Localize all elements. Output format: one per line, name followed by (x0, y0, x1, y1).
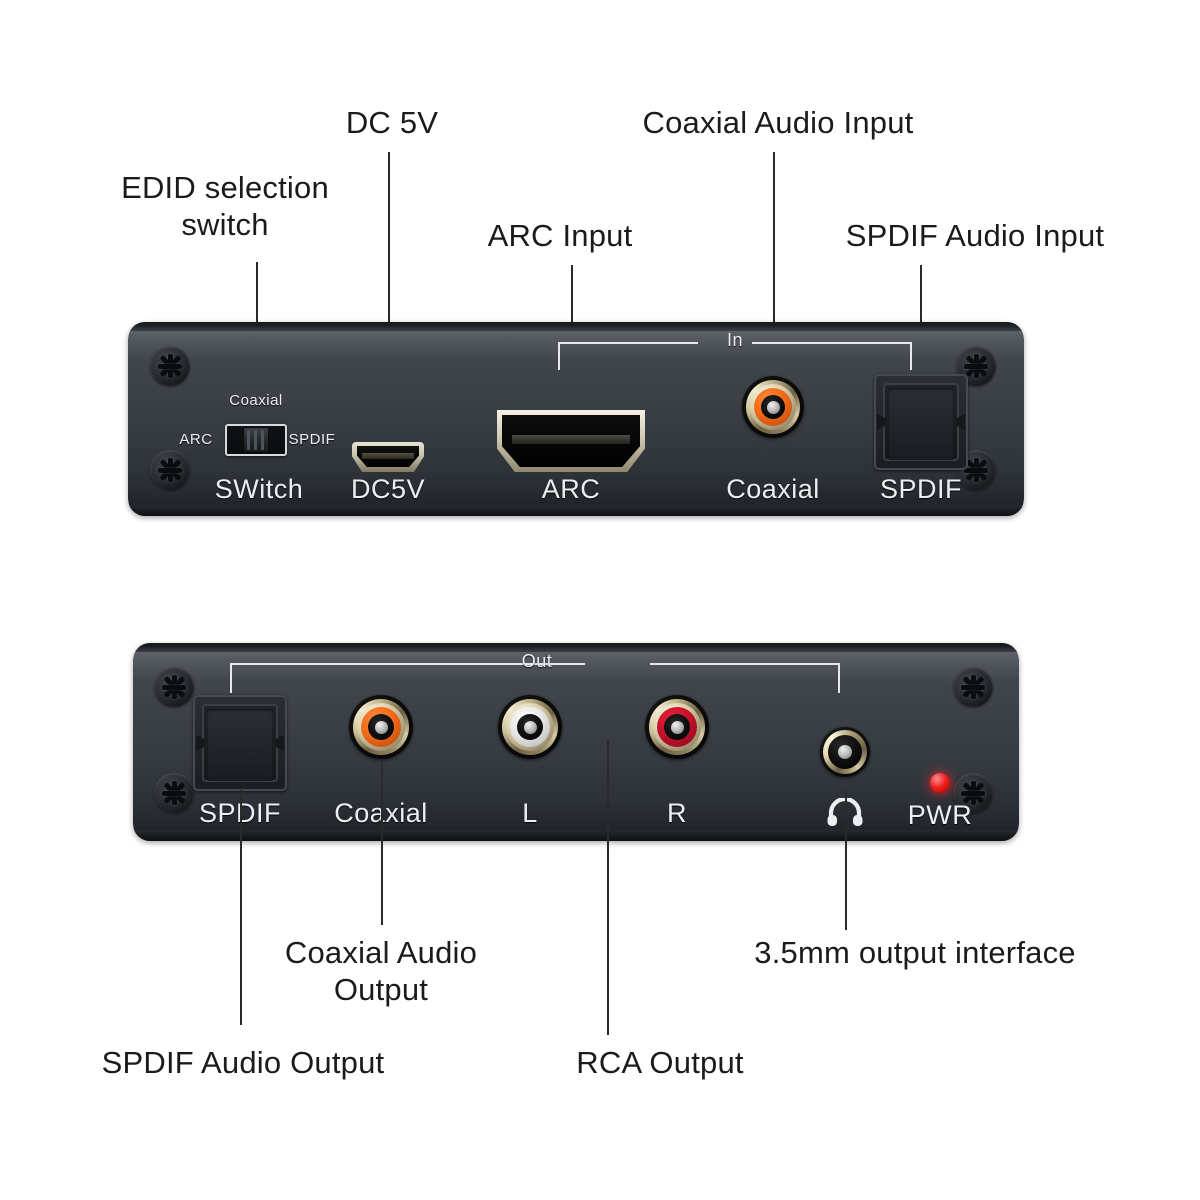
leader-line-spdif-output (240, 790, 242, 1025)
right-channel-rca-jack[interactable] (645, 695, 709, 759)
screw-top-left (150, 346, 190, 386)
screw-top-left (154, 667, 194, 707)
dc5v-power-port[interactable] (352, 442, 424, 472)
switch-position-label-spdif: SPDIF (288, 431, 336, 448)
callout-spdif-audio-input: SPDIF Audio Input (845, 218, 1105, 253)
power-led-indicator (930, 773, 950, 793)
leader-line-jack35-output (845, 790, 847, 930)
callout-arc-input: ARC Input (487, 218, 633, 253)
callout-coaxial-audio-output: Coaxial Audio Output (284, 935, 478, 1007)
switch-position-label-arc: ARC (179, 431, 213, 448)
dc5v-silk-label: DC5V (350, 474, 426, 504)
coaxial-input-rca-jack[interactable] (742, 376, 804, 438)
headphone-35mm-jack[interactable] (820, 727, 870, 777)
callout-rca-output: RCA Output (576, 1045, 744, 1080)
spdif-output-optical-port[interactable] (193, 695, 287, 791)
panel-top-edge (128, 322, 1024, 331)
panel-bottom-edge (133, 830, 1019, 841)
device-rear-panel: In Coaxial ARC SPDIF SWitch DC5V ARC Coa… (128, 322, 1024, 516)
switch-silk-label: SWitch (214, 474, 304, 504)
screw-bottom-left (150, 450, 190, 490)
screw-bottom-left (154, 773, 194, 813)
left-channel-silk-label: L (522, 798, 538, 828)
output-group-label: Out (521, 651, 553, 671)
power-silk-label: PWR (907, 800, 973, 830)
callout-coaxial-audio-input: Coaxial Audio Input (642, 105, 914, 140)
leader-line-rca-output (607, 740, 609, 1035)
device-front-panel: Out SPDIF Coaxial L R (133, 643, 1019, 841)
coaxial-input-silk-label: Coaxial (726, 474, 820, 504)
switch-knob[interactable] (243, 427, 269, 453)
spdif-input-optical-port[interactable] (874, 374, 968, 470)
spdif-output-silk-label: SPDIF (199, 798, 281, 829)
panel-top-edge (133, 643, 1019, 652)
callout-dc-5v: DC 5V (345, 105, 439, 140)
screw-top-right (953, 667, 993, 707)
input-group-label: In (726, 330, 744, 350)
callout-35mm-output-interface: 3.5mm output interface (754, 935, 1076, 970)
arc-hdmi-port[interactable] (497, 410, 645, 472)
panel-bottom-edge (128, 505, 1024, 516)
leader-line-coaxin (773, 152, 775, 405)
callout-spdif-audio-output: SPDIF Audio Output (101, 1045, 385, 1080)
leader-line-coaxial-output (381, 760, 383, 925)
input-group-bracket (558, 342, 912, 370)
leader-line-dc5v (388, 152, 390, 445)
spdif-input-silk-label: SPDIF (879, 474, 963, 504)
right-channel-silk-label: R (667, 798, 687, 828)
output-group-bracket (230, 663, 840, 693)
callout-edid-selection-switch: EDID selection switch (121, 170, 329, 242)
switch-position-label-coaxial: Coaxial (229, 392, 283, 409)
arc-silk-label: ARC (541, 474, 601, 504)
coaxial-output-rca-jack[interactable] (349, 695, 413, 759)
edid-selection-switch[interactable] (225, 424, 287, 456)
coaxial-output-silk-label: Coaxial (334, 798, 428, 829)
screw-bottom-right (953, 773, 993, 813)
left-channel-rca-jack[interactable] (498, 695, 562, 759)
